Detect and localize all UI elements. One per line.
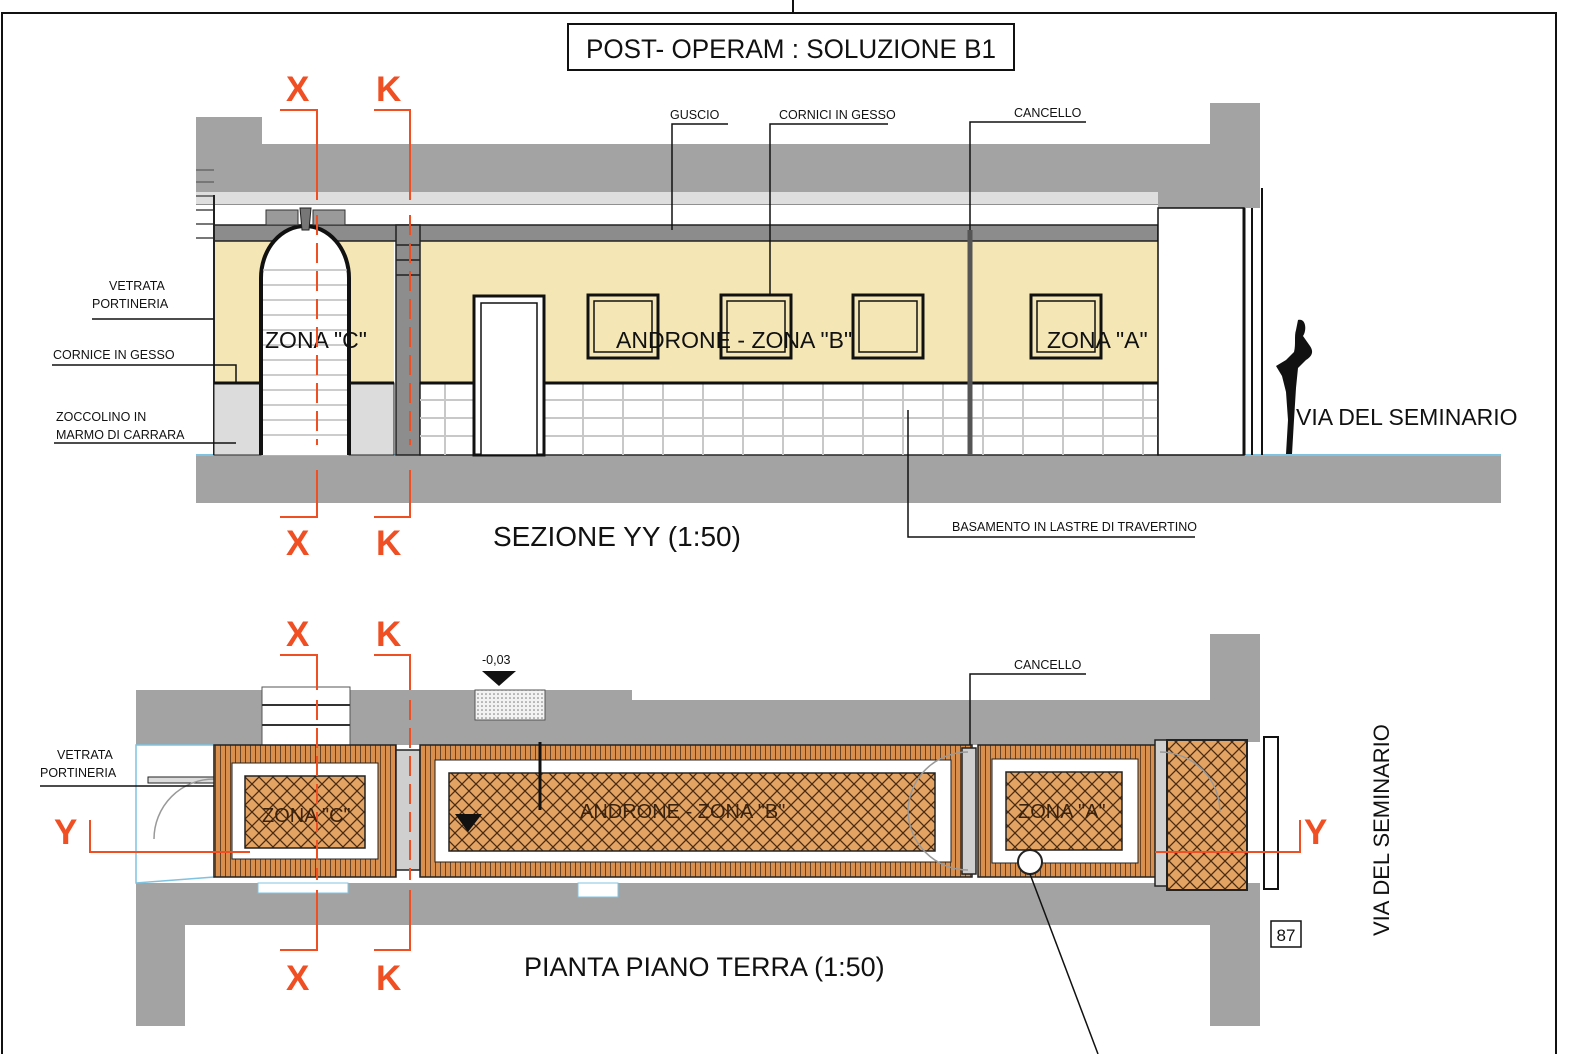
- marble-skirting-right: [348, 382, 395, 456]
- plan-cut-y-right: Y: [1304, 813, 1327, 852]
- cornice-band: [213, 224, 1159, 242]
- label-portineria: PORTINERIA: [92, 297, 169, 311]
- cut-lines-section: [280, 109, 411, 518]
- human-figure-icon: [1276, 319, 1313, 454]
- left-stair: [196, 169, 214, 239]
- drawing-title: POST- OPERAM : SOLUZIONE B1: [586, 34, 996, 64]
- plan-wall-top: [136, 634, 1260, 745]
- label-basamento: BASAMENTO IN LASTRE DI TRAVERTINO: [952, 520, 1197, 534]
- marble-skirting-left: [213, 382, 262, 456]
- label-cornice-in-gesso: CORNICE IN GESSO: [53, 348, 175, 362]
- leader-lines: [52, 121, 1195, 538]
- plan-street-label: VIA DEL SEMINARIO: [1369, 724, 1394, 936]
- zone-b-label: ANDRONE - ZONA "B": [616, 327, 852, 353]
- plan-label-vetrata: VETRATA: [57, 748, 113, 762]
- plan-cut-x-bottom: X: [286, 959, 310, 998]
- plan-cut-x-top: X: [286, 615, 310, 654]
- plan-ground-floor: X K X K Y Y VETRATA PORTINERIA CANCELLO …: [40, 615, 1394, 1054]
- zone-c-label: ZONA "C": [265, 327, 367, 353]
- page-number-box: 87: [1270, 920, 1302, 948]
- plan-label-cancello: CANCELLO: [1014, 658, 1082, 672]
- label-cornici-in-gesso: CORNICI IN GESSO: [779, 108, 896, 122]
- cut-k-bottom: K: [376, 524, 401, 563]
- plan-caption: PIANTA PIANO TERRA (1:50): [524, 952, 885, 982]
- section-caption: SEZIONE YY (1:50): [493, 521, 741, 552]
- cut-x-bottom: X: [286, 524, 310, 563]
- plan-zone-b-label: ANDRONE - ZONA "B": [580, 801, 785, 823]
- section-yy: GUSCIO CORNICI IN GESSO CANCELLO VETRATA…: [52, 70, 1518, 563]
- label-marmo: MARMO DI CARRARA: [56, 428, 185, 442]
- plan-cut-y-left: Y: [54, 813, 77, 852]
- cut-x-top: X: [286, 70, 310, 109]
- ceiling-slab: [196, 103, 1260, 208]
- title-block: POST- OPERAM : SOLUZIONE B1: [567, 23, 1015, 71]
- plan-leader-lines: [40, 673, 1099, 1054]
- plan-zone-a-label: ZONA "A": [1018, 801, 1106, 823]
- plan-zone-c-label: ZONA "C": [262, 805, 351, 827]
- plan-level-mark: -0,03: [482, 653, 511, 667]
- street-label: VIA DEL SEMINARIO: [1296, 404, 1518, 430]
- sheet-frame: [1, 0, 1557, 1054]
- pillar: [395, 224, 421, 456]
- label-zoccolino: ZOCCOLINO IN: [56, 410, 146, 424]
- zone-a-label: ZONA "A": [1047, 327, 1148, 353]
- plan-cut-k-top: K: [376, 615, 401, 654]
- floor-slab: [196, 455, 1501, 503]
- plan-label-portineria: PORTINERIA: [40, 766, 117, 780]
- cut-lines-plan: [89, 654, 1301, 951]
- plan-cut-k-bottom: K: [376, 959, 401, 998]
- page-number: 87: [1277, 926, 1296, 945]
- cut-k-top: K: [376, 70, 401, 109]
- plaster-frames: [586, 293, 1103, 360]
- label-guscio: GUSCIO: [670, 108, 720, 122]
- label-cancello: CANCELLO: [1014, 106, 1082, 120]
- label-vetrata: VETRATA: [109, 279, 165, 293]
- plan-wall-bottom: [136, 883, 1260, 1026]
